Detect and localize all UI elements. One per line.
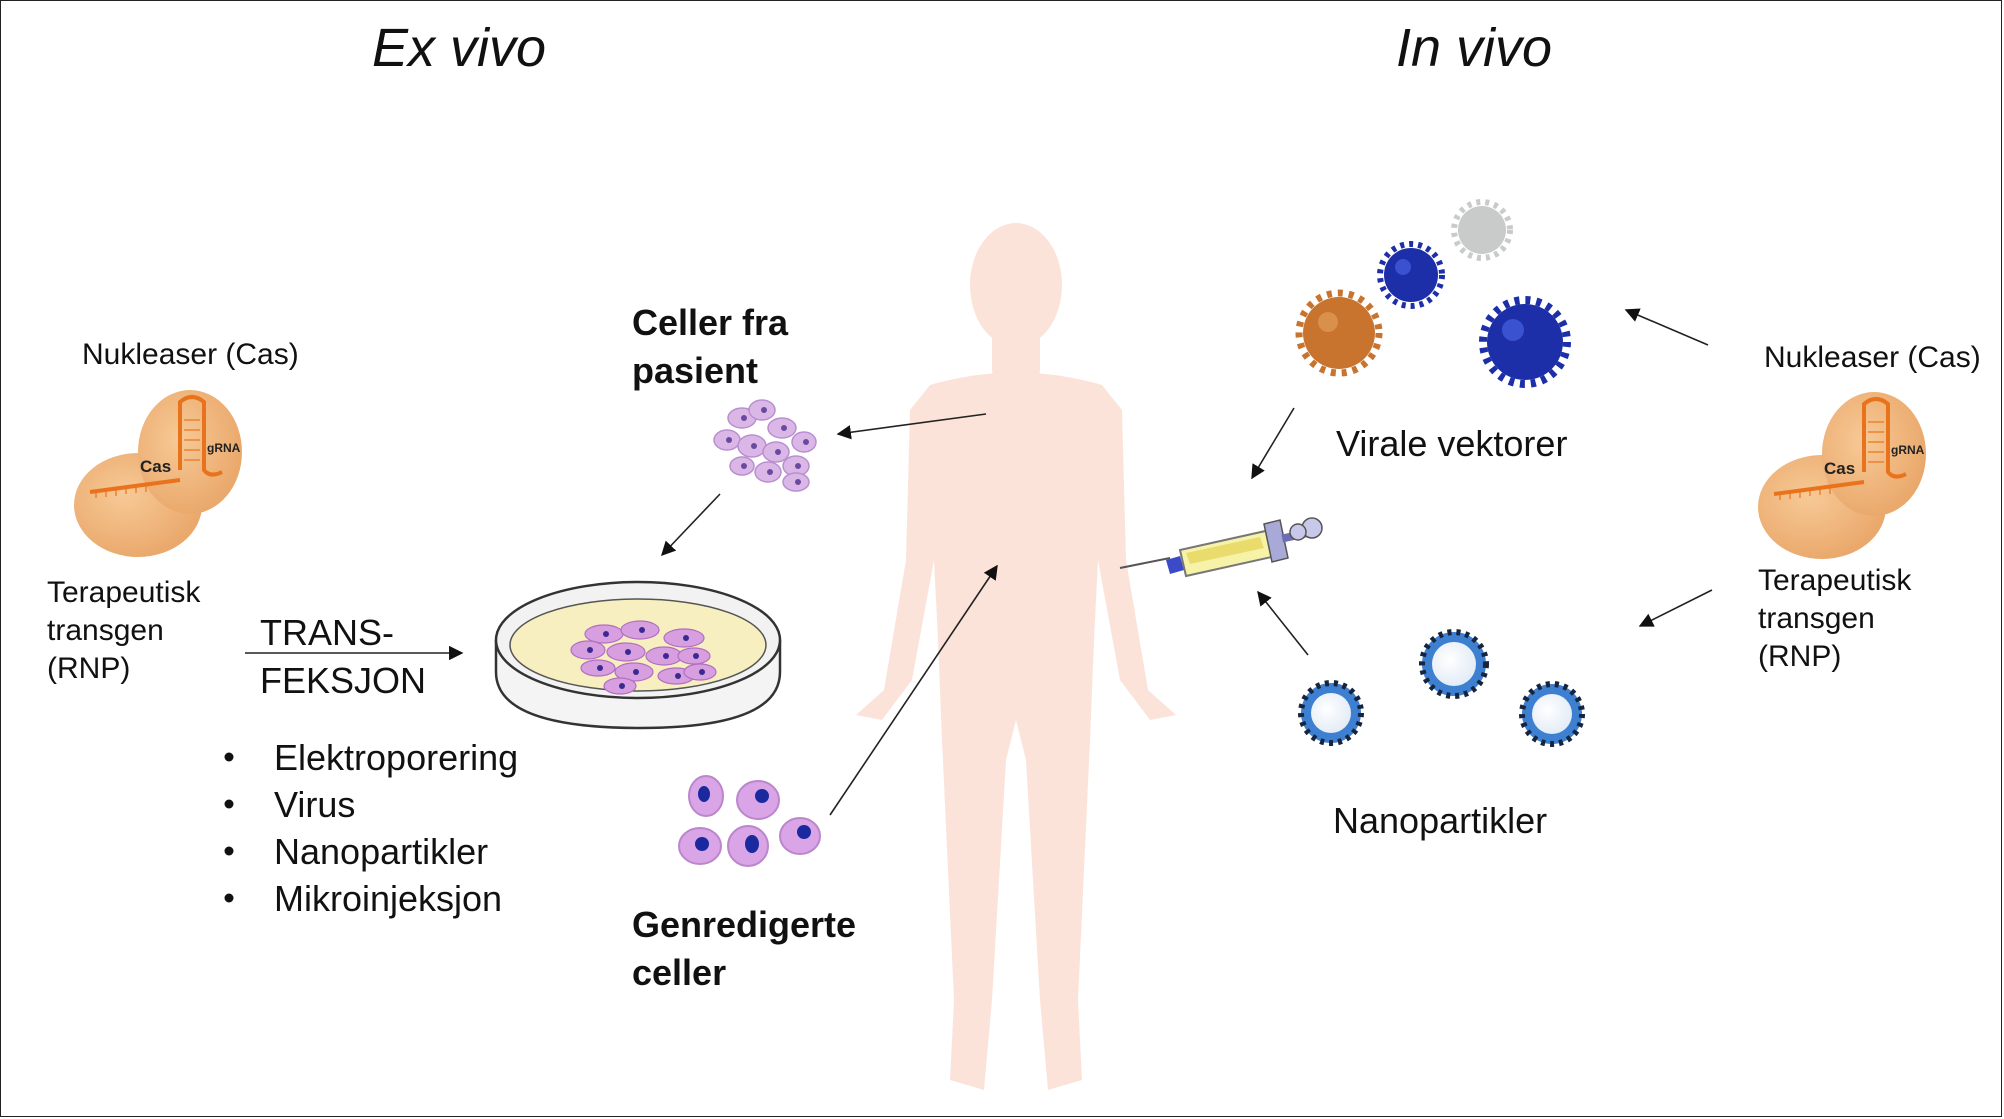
ex-vivo-transgene-line-1: Terapeutisk [47,576,201,609]
edited-cells-cluster [678,775,821,867]
human-body-silhouette [856,223,1176,1090]
in-vivo-transgene-line-2: transgen [1758,602,1875,635]
ex-vivo-transgene-line-2: transgen [47,614,164,647]
patient-cells-to-dish-arrow [661,493,721,557]
method-bullet [224,799,234,809]
method-item-electroporation: Elektroporering [274,737,518,778]
ex-vivo-grna-text: gRNA [207,441,241,455]
virus-orange-icon [1295,289,1383,377]
edited-cells-label-line-1: Genredigerte [632,904,856,945]
in-vivo-grna-text: gRNA [1891,443,1925,457]
ex-vivo-nuclease-label: Nukleaser (Cas) [82,338,299,371]
ex-vivo-cas-text: Cas [140,457,171,476]
virus-blue-large-icon [1479,296,1571,388]
in-vivo-rnp-to-nanoparticles-arrow [1638,589,1713,627]
edited-cells-to-body-arrow [829,564,998,816]
method-bullet [224,846,234,856]
in-vivo-heading: In vivo [1396,18,1552,78]
ex-vivo-cas9-rnp-icon: Cas gRNA [74,390,242,557]
virus-blue-small-icon [1377,241,1445,309]
edited-cells-label-line-2: celler [632,952,726,993]
petri-dish-nuclei [587,627,705,689]
viral-vectors-label: Virale vektorer [1336,423,1567,464]
method-bullet [224,752,234,762]
method-item-nanoparticles: Nanopartikler [274,831,488,872]
transfection-label-line-2: FEKSJON [260,660,426,701]
patient-cells-label-line-2: pasient [632,350,758,391]
ex-vivo-heading: Ex vivo [372,18,546,78]
nanoparticles-label: Nanopartikler [1333,800,1547,841]
nanoparticle-icon [1519,681,1585,747]
in-vivo-transgene-line-1: Terapeutisk [1758,564,1912,597]
body-to-patient-cells-arrow [836,413,987,440]
in-vivo-cas9-rnp-icon: Cas gRNA [1758,392,1926,559]
transfection-methods-list: Elektroporering Virus Nanopartikler Mikr… [224,737,518,919]
viral-vectors-to-syringe-arrow [1251,407,1295,480]
patient-cells-nuclei [726,407,809,485]
transfection-label-line-1: TRANS- [260,612,394,653]
method-item-virus: Virus [274,784,355,825]
nanoparticle-icon [1298,680,1364,746]
method-bullet [224,893,234,903]
in-vivo-transgene-line-3: (RNP) [1758,640,1841,673]
nanoparticle-icon [1419,629,1489,699]
method-item-microinjection: Mikroinjeksjon [274,878,502,919]
ex-vivo-transgene-line-3: (RNP) [47,652,130,685]
in-vivo-nuclease-label: Nukleaser (Cas) [1764,341,1981,374]
virus-grey-icon [1451,199,1513,261]
in-vivo-cas-text: Cas [1824,459,1855,478]
syringe-icon [1119,517,1323,578]
nanoparticles-to-syringe-arrow [1257,590,1309,656]
in-vivo-rnp-to-viral-vectors-arrow [1624,308,1709,346]
patient-cells-cluster [713,399,817,492]
patient-cells-label-line-1: Celler fra [632,302,789,343]
